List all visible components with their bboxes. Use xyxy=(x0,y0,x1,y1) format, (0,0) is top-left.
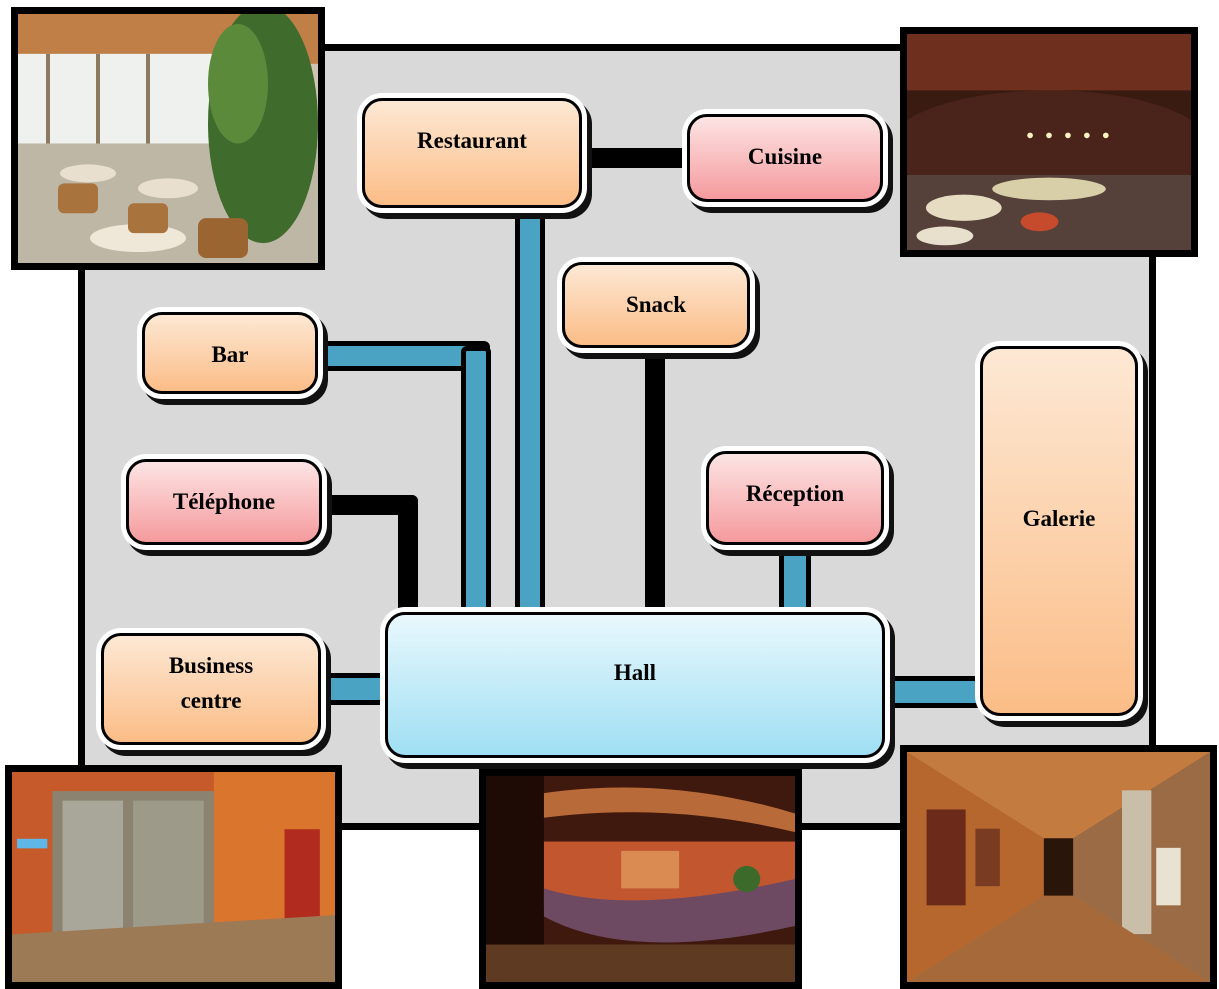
reception-node: Réception xyxy=(706,451,884,545)
connector-bar-hall xyxy=(461,346,491,624)
bar-node: Bar xyxy=(142,312,318,394)
cuisine-node: Cuisine xyxy=(687,114,883,202)
gallery-corridor-photo xyxy=(900,745,1217,989)
connector-restaurant-cuisine xyxy=(570,148,700,168)
lounge-photo xyxy=(900,27,1198,257)
telephone-node: Téléphone xyxy=(126,459,322,545)
connector-hall-galerie xyxy=(872,676,994,708)
business-centre-node: Business centre xyxy=(101,633,321,745)
entrance-photo xyxy=(5,765,342,989)
entrance-photo-image xyxy=(12,772,335,982)
hall-node: Hall xyxy=(385,612,885,758)
restaurant-node: Restaurant xyxy=(362,98,582,208)
connector-restaurant-hall xyxy=(515,202,545,624)
gallery-corridor-photo-image xyxy=(907,752,1210,982)
lounge-photo-image xyxy=(907,34,1191,250)
galerie-node: Galerie xyxy=(980,346,1138,716)
connector-telephone-horizontal xyxy=(310,495,418,515)
restaurant-photo xyxy=(11,7,325,270)
restaurant-photo-image xyxy=(18,14,318,263)
reception-desk-photo-image xyxy=(486,776,795,982)
connector-telephone-hall xyxy=(398,495,418,625)
connector-snack-hall xyxy=(645,345,665,625)
reception-desk-photo xyxy=(479,769,802,989)
snack-node: Snack xyxy=(562,262,750,348)
